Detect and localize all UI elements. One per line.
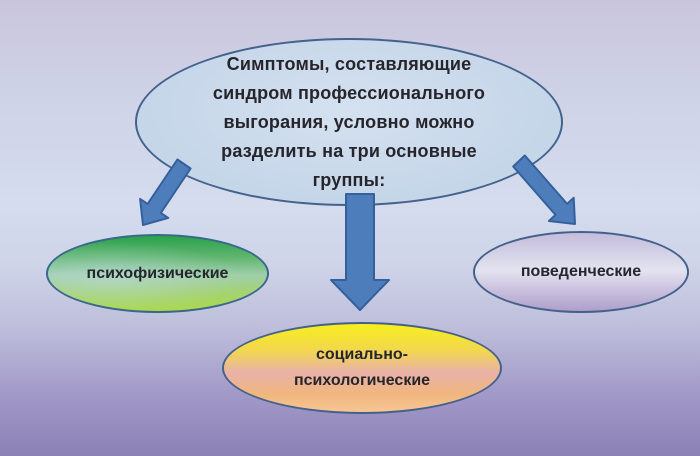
main-text-line-3: выгорания, условно можно <box>223 111 475 132</box>
group-label-socio-psychological: социально- психологические <box>294 342 430 394</box>
group-ellipse-psychophysical: психофизические <box>46 234 269 313</box>
group-label-behavioral: поведенческие <box>520 263 642 280</box>
group-label-line-2: психологические <box>293 372 431 389</box>
group-ellipse-behavioral: поведенческие <box>473 231 689 313</box>
arrow-down-right-icon <box>512 154 576 225</box>
group-label-line-1: социально- <box>315 346 408 363</box>
arrow-down-left-icon <box>139 158 192 226</box>
main-text-line-5: группы: <box>312 169 386 190</box>
group-label-psychophysical: психофизические <box>86 264 229 282</box>
main-text-line-2: синдром профессионального <box>212 82 486 103</box>
main-ellipse: Симптомы, составляющие синдром профессио… <box>135 38 563 206</box>
main-text-line-4: разделить на три основные <box>221 140 477 161</box>
main-text-line-1: Симптомы, составляющие <box>226 53 472 74</box>
arrow-down-icon <box>330 193 390 311</box>
group-ellipse-socio-psychological: социально- психологические <box>222 322 502 414</box>
main-ellipse-text: Симптомы, составляющие синдром профессио… <box>137 40 561 204</box>
